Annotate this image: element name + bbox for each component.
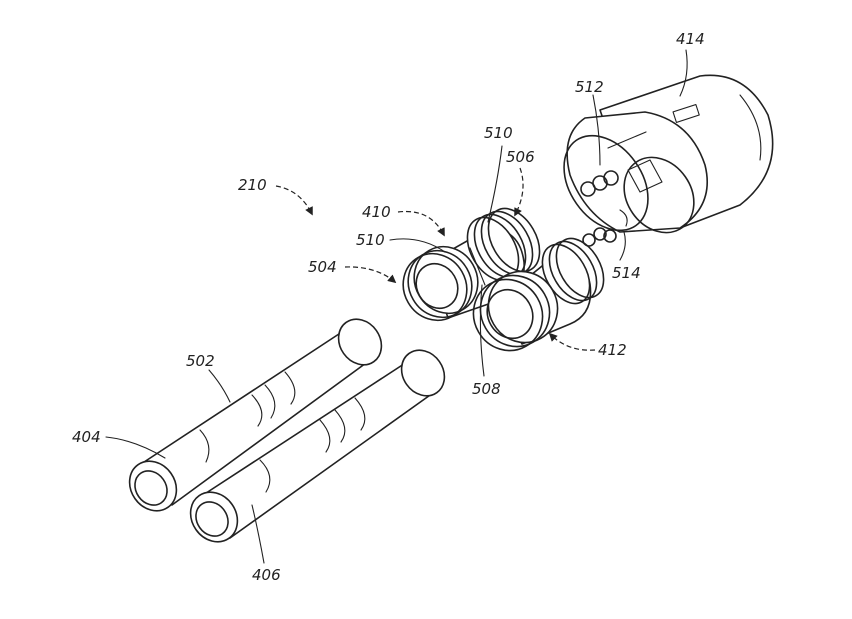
barrel-412 xyxy=(472,237,605,352)
label-502: 502 xyxy=(186,352,215,370)
leader-lines xyxy=(105,49,688,564)
label-410: 410 xyxy=(362,203,391,221)
label-506: 506 xyxy=(506,148,535,166)
label-504: 504 xyxy=(308,258,337,276)
label-510-mid: 510 xyxy=(356,231,385,249)
label-514: 514 xyxy=(612,264,641,282)
label-510-top: 510 xyxy=(484,124,513,142)
label-404: 404 xyxy=(72,428,101,446)
tube-406 xyxy=(189,349,446,543)
label-512: 512 xyxy=(575,78,604,96)
housing-414 xyxy=(563,74,774,247)
reference-numerals: 414 512 510 506 210 410 510 504 514 412 … xyxy=(72,30,705,584)
tube-404 xyxy=(128,318,383,512)
label-412: 412 xyxy=(598,341,627,359)
label-414: 414 xyxy=(676,30,705,48)
label-508: 508 xyxy=(472,380,501,398)
label-210: 210 xyxy=(238,176,267,194)
label-406: 406 xyxy=(252,566,281,584)
